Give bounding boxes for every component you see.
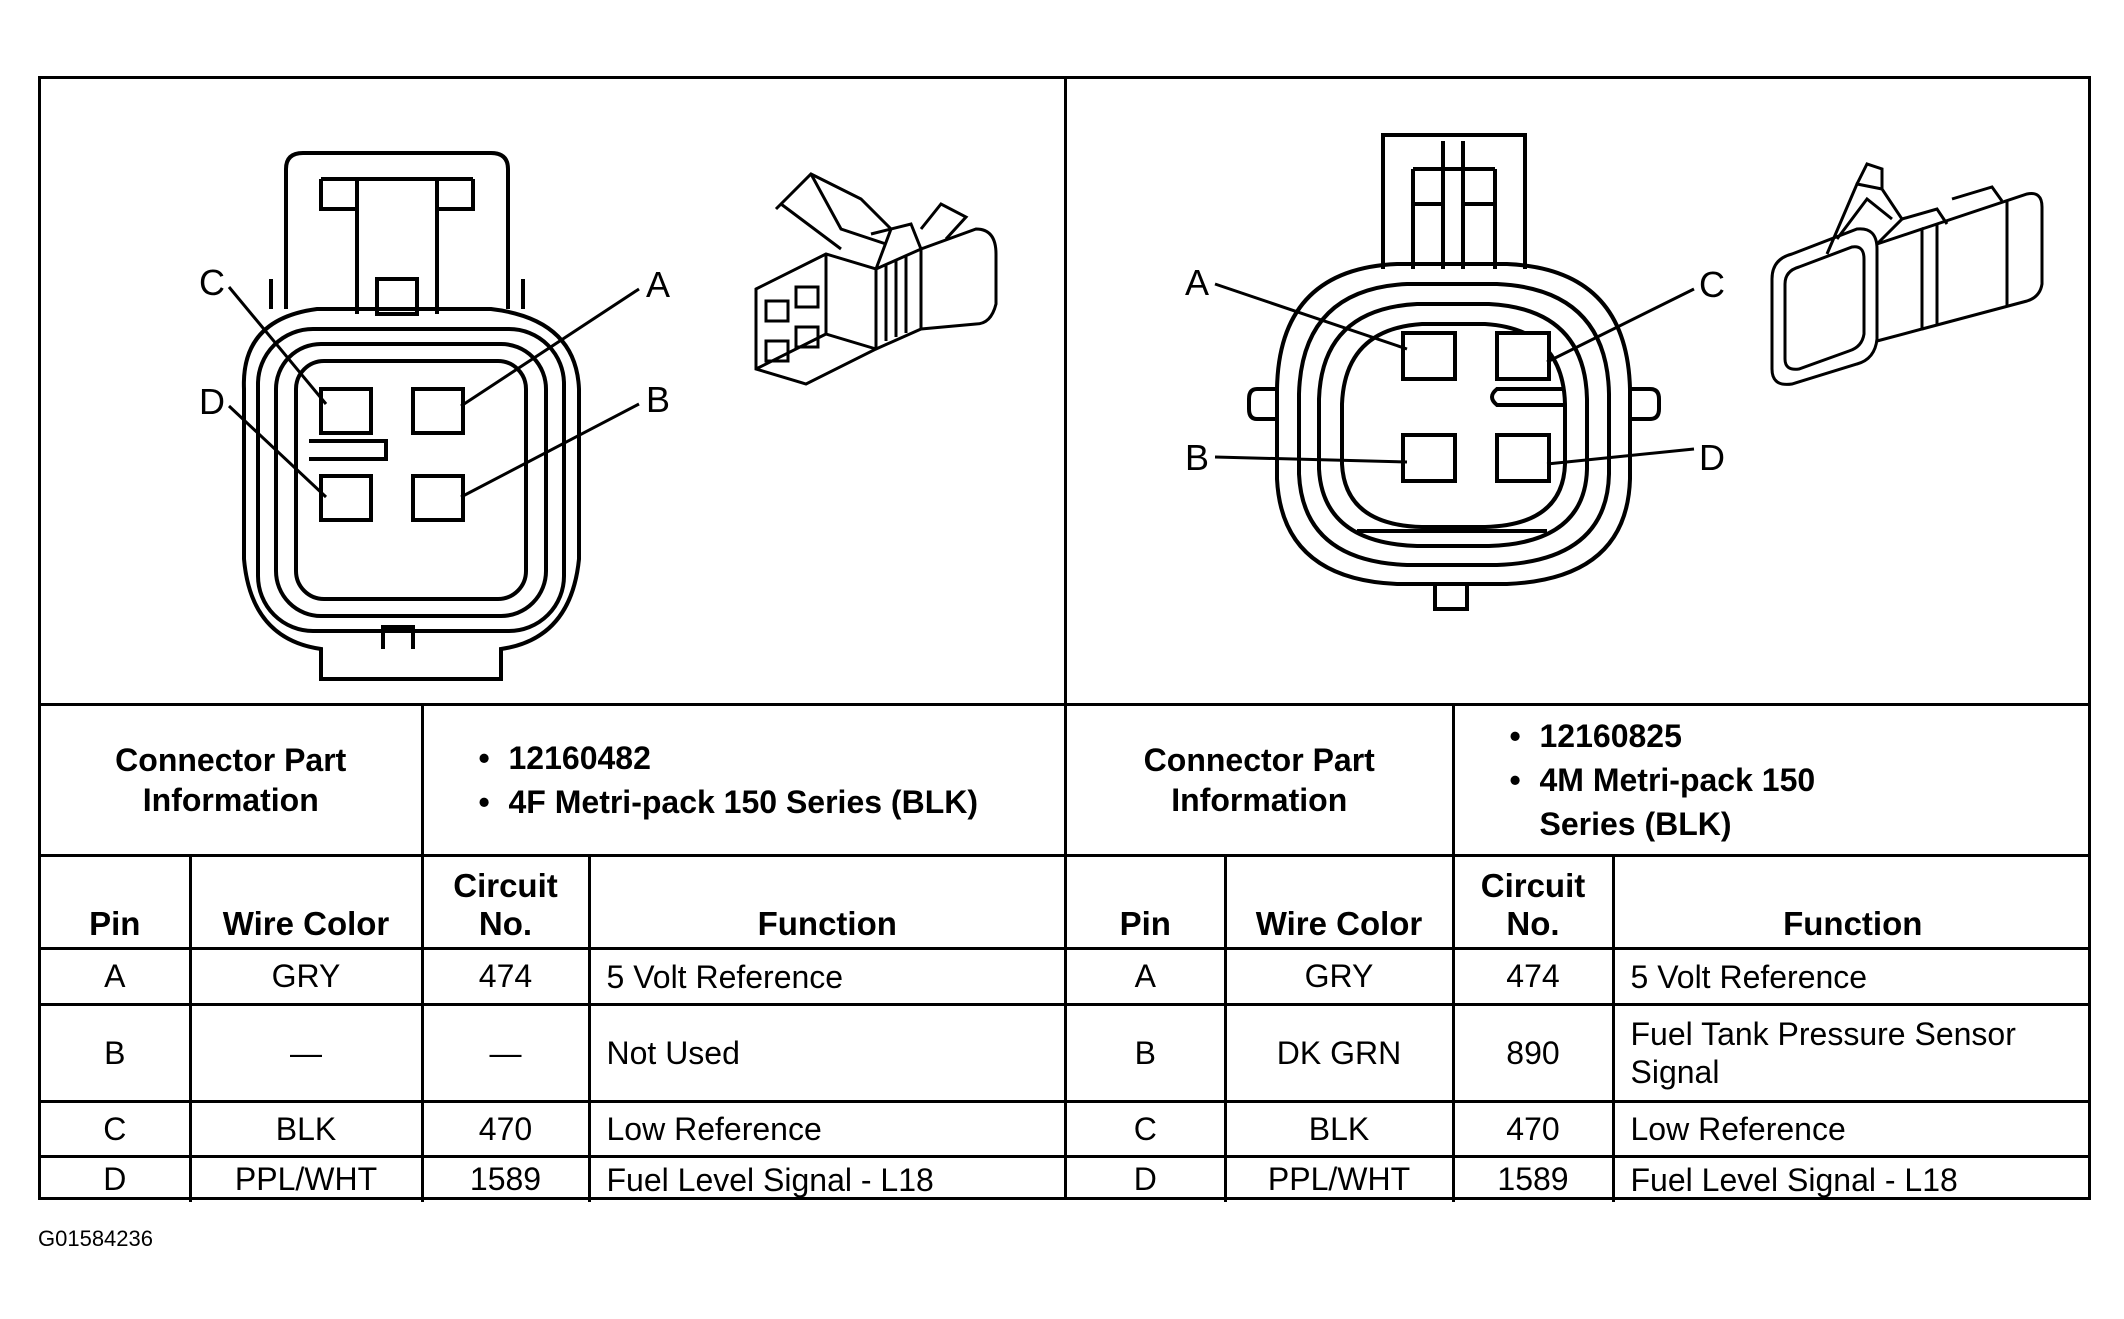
table-row: C BLK 470 Low Reference bbox=[1067, 1100, 2091, 1158]
connector-part-info-label: Connector Part Information bbox=[1067, 703, 1455, 857]
cavity-b bbox=[1401, 433, 1457, 483]
connector-drawing-male: A C B D bbox=[1067, 79, 2091, 703]
female-connector-isometric bbox=[754, 172, 998, 386]
cavity-a bbox=[411, 387, 465, 435]
cavity-c bbox=[319, 387, 373, 435]
pin-label-a: A bbox=[646, 264, 670, 305]
pin-label-d: D bbox=[199, 381, 225, 422]
pin-label-a: A bbox=[1185, 262, 1209, 303]
cavity-d bbox=[1495, 433, 1551, 483]
pin-label-d: D bbox=[1699, 437, 1725, 478]
column-header-wire-color: Wire Color bbox=[1223, 854, 1455, 950]
part-number: 12160825 bbox=[1510, 714, 2092, 758]
cavity-a bbox=[1401, 331, 1457, 381]
table-row: D PPL/WHT 1589 Fuel Level Signal - L18 bbox=[1067, 1155, 2091, 1202]
diagram-frame: C A D B bbox=[38, 76, 2091, 1202]
table-row: A GRY 474 5 Volt Reference bbox=[1067, 947, 2091, 1006]
connector-part-info: 12160482 4F Metri-pack 150 Series (BLK) bbox=[420, 703, 1065, 857]
part-series: 4F Metri-pack 150 Series (BLK) bbox=[479, 780, 1065, 824]
connector-table-right: Connector Part Information 12160825 4M M… bbox=[1067, 703, 2091, 1202]
table-row: B DK GRN 890 Fuel Tank Pressure Sensor S… bbox=[1067, 1003, 2091, 1103]
pin-label-b: B bbox=[646, 379, 670, 420]
column-header-pin: Pin bbox=[1067, 854, 1227, 950]
connector-drawing-female: C A D B bbox=[41, 79, 1064, 703]
column-header-wire-color: Wire Color bbox=[188, 854, 424, 950]
column-header-function: Function bbox=[587, 854, 1064, 950]
table-row: C BLK 470 Low Reference bbox=[41, 1100, 1064, 1158]
cavity-c bbox=[1495, 331, 1551, 381]
female-connector-face: C A D B bbox=[199, 151, 998, 681]
connector-part-info: 12160825 4M Metri-pack 150 Series (BLK) bbox=[1451, 703, 2092, 857]
connector-panel-left: C A D B bbox=[41, 79, 1067, 1202]
cavity-d bbox=[319, 474, 373, 522]
column-header-circuit-no: Circuit No. bbox=[420, 854, 591, 950]
part-series: 4M Metri-pack 150 Series (BLK) bbox=[1510, 758, 2092, 846]
connector-part-info-label: Connector Part Information bbox=[41, 703, 424, 857]
pin-label-c: C bbox=[199, 262, 225, 303]
column-header-pin: Pin bbox=[41, 854, 192, 950]
connector-panel-right: A C B D bbox=[1067, 79, 2091, 1202]
cavity-b bbox=[411, 474, 465, 522]
part-number: 12160482 bbox=[479, 736, 1065, 780]
table-row: D PPL/WHT 1589 Fuel Level Signal - L18 bbox=[41, 1155, 1064, 1202]
figure-code: G01584236 bbox=[38, 1226, 153, 1251]
male-connector-face: A C B D bbox=[1185, 133, 2044, 611]
table-row: B — — Not Used bbox=[41, 1003, 1064, 1103]
pin-label-c: C bbox=[1699, 264, 1725, 305]
column-header-circuit-no: Circuit No. bbox=[1451, 854, 1615, 950]
column-header-function: Function bbox=[1611, 854, 2091, 950]
male-connector-isometric bbox=[1770, 162, 2044, 386]
table-row: A GRY 474 5 Volt Reference bbox=[41, 947, 1064, 1006]
pin-label-b: B bbox=[1185, 437, 1209, 478]
connector-table-left: Connector Part Information 12160482 4F M… bbox=[41, 703, 1064, 1202]
